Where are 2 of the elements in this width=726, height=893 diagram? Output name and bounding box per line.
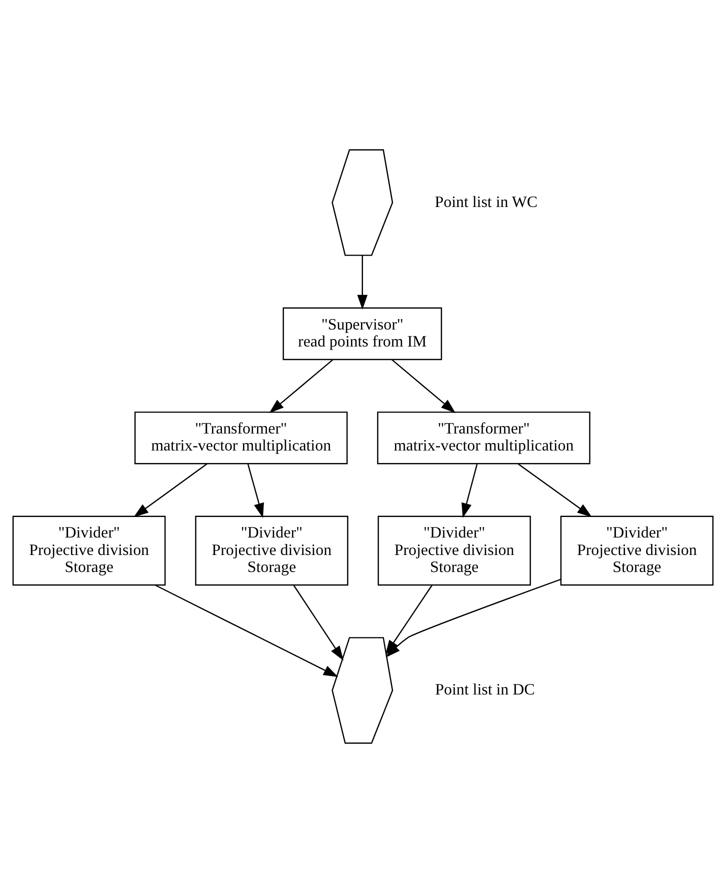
node-label: Point list in DC — [435, 682, 535, 699]
node-label: Point list in WC — [434, 194, 538, 211]
